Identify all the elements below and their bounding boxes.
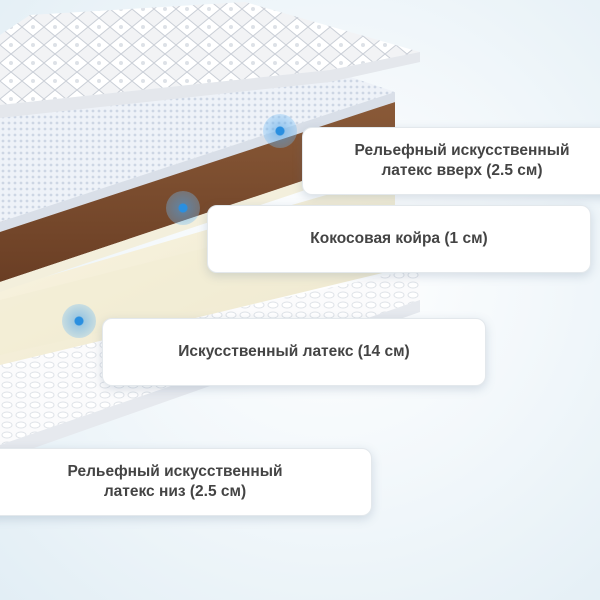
marker-dot-icon <box>166 191 200 225</box>
quilted-cover-image <box>0 2 420 118</box>
marker-dot-icon <box>62 304 96 338</box>
coconut-coir-layer <box>0 102 395 292</box>
marker-dot-icon <box>263 114 297 148</box>
label-top-relief-latex: Рельефный искусственный латекс вверх (2.… <box>302 127 600 195</box>
label-synthetic-latex: Искусственный латекс (14 см) <box>102 318 486 386</box>
label-coconut-coir: Кокосовая койра (1 см) <box>207 205 591 273</box>
label-bottom-relief-latex: Рельефный искусственный латекс низ (2.5 … <box>0 448 372 516</box>
